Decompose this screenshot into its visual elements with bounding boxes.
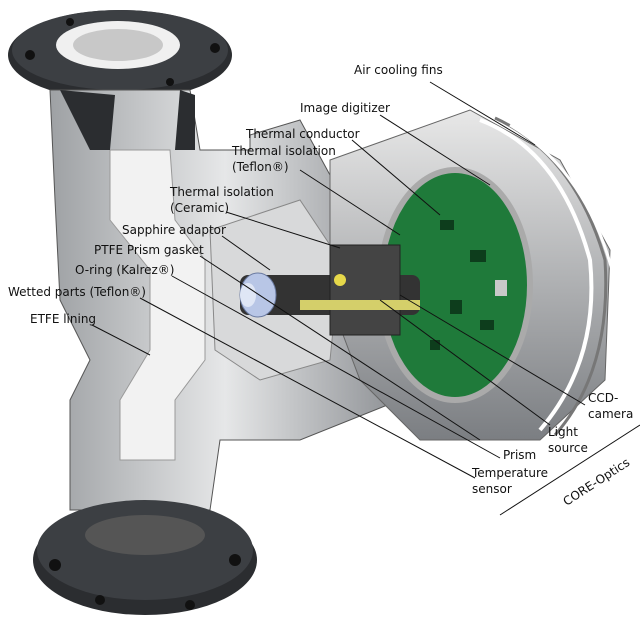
top-flange <box>8 10 232 100</box>
label-light-source: Light source <box>548 424 588 456</box>
label-line: (Ceramic) <box>170 201 230 215</box>
label-thermal-conductor: Thermal conductor <box>246 127 360 141</box>
optics-core <box>239 244 420 336</box>
label-line: camera <box>588 407 634 421</box>
bottom-flange <box>33 500 257 615</box>
label-air-cooling-fins: Air cooling fins <box>354 63 443 77</box>
label-line: Light <box>548 425 578 439</box>
label-etfe-lining: ETFE lining <box>30 312 97 326</box>
label-line: Thermal isolation <box>232 144 336 158</box>
label-line: (Teflon®) <box>232 160 289 174</box>
label-thermal-isolation-ceramic: Thermal isolation (Ceramic) <box>170 184 274 216</box>
label-ccd-camera: CCD- camera <box>588 390 633 422</box>
label-o-ring: O-ring (Kalrez®) <box>75 263 175 277</box>
label-line: Thermal isolation <box>170 185 274 199</box>
pipe-body <box>49 89 401 511</box>
label-thermal-isolation-teflon: Thermal isolation (Teflon®) <box>232 143 336 175</box>
label-line: source <box>548 441 588 455</box>
label-line: Temperature <box>472 466 549 480</box>
camera-housing <box>329 109 614 441</box>
label-temperature-sensor: Temperature sensor <box>472 465 548 497</box>
label-prism: Prism <box>503 448 537 462</box>
label-line: CCD- <box>588 391 619 405</box>
label-wetted-parts: Wetted parts (Teflon®) <box>8 285 146 299</box>
label-image-digitizer: Image digitizer <box>300 101 390 115</box>
label-sapphire-adaptor: Sapphire adaptor <box>122 223 226 237</box>
label-ptfe-prism-gasket: PTFE Prism gasket <box>94 243 204 257</box>
label-line: sensor <box>472 482 512 496</box>
leader-lines <box>91 81 640 516</box>
